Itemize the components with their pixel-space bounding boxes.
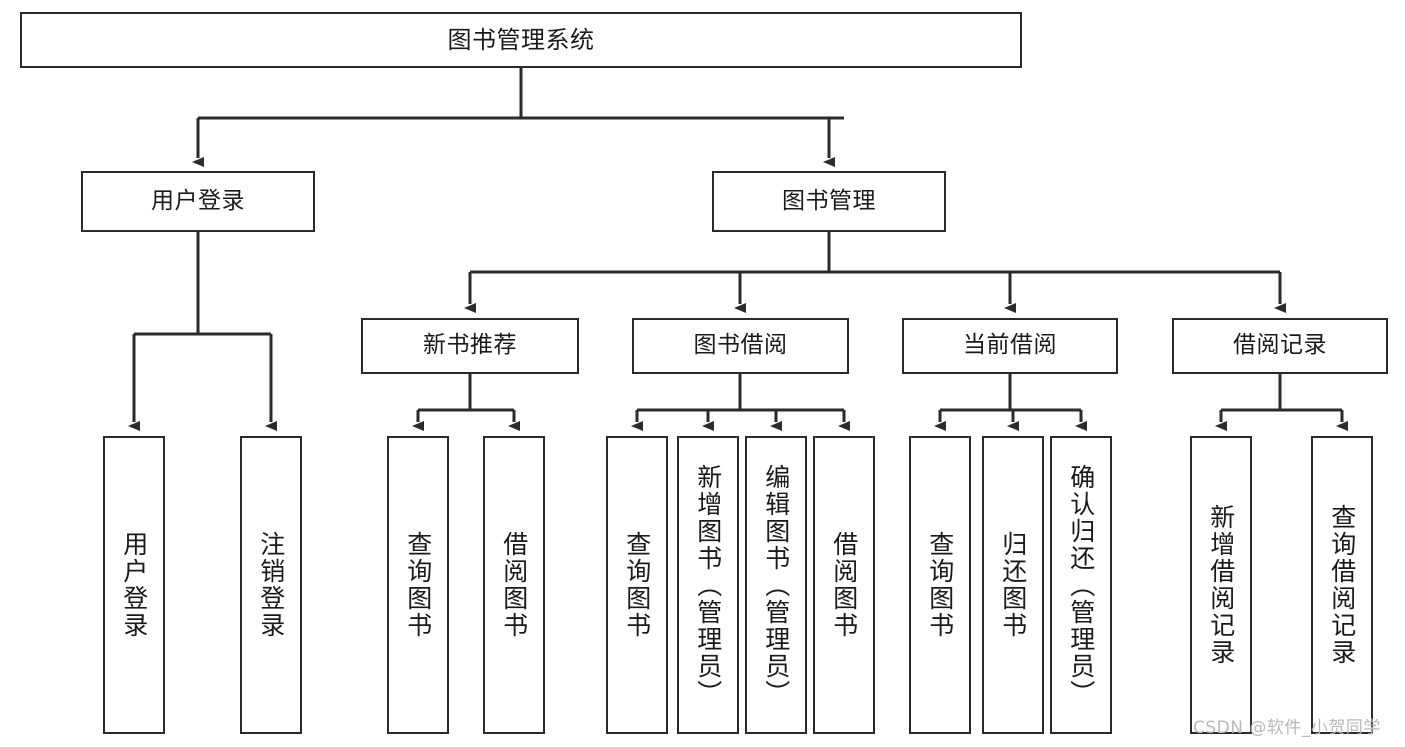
node-level3-label: 借阅记录 <box>1233 332 1327 359</box>
node-root-label: 图书管理系统 <box>447 25 595 54</box>
node-leaf-query-borrow-record[interactable]: 查询借阅记录 <box>1311 436 1373 734</box>
node-level3-label: 当前借阅 <box>963 332 1057 359</box>
node-leaf-label: 新增借阅记录 <box>1206 504 1236 666</box>
node-leaf-label: 确认归还（管理员） <box>1066 463 1096 707</box>
node-leaf-label: 查询图书 <box>925 531 955 639</box>
node-level2-user-login[interactable]: 用户登录 <box>81 171 315 232</box>
node-leaf-label: 借阅图书 <box>499 531 529 639</box>
node-leaf-label: 查询图书 <box>622 531 652 639</box>
node-level3-current-borrow[interactable]: 当前借阅 <box>902 318 1118 374</box>
node-leaf-borrow-book-recommend[interactable]: 借阅图书 <box>483 436 545 734</box>
node-leaf-edit-book-admin[interactable]: 编辑图书（管理员） <box>745 436 807 734</box>
node-leaf-confirm-return-admin[interactable]: 确认归还（管理员） <box>1050 436 1112 734</box>
node-leaf-logout[interactable]: 注销登录 <box>240 436 302 734</box>
node-leaf-query-book[interactable]: 查询图书 <box>606 436 668 734</box>
node-leaf-label: 注销登录 <box>256 531 286 639</box>
node-leaf-label: 归还图书 <box>998 531 1028 639</box>
node-leaf-return-book[interactable]: 归还图书 <box>982 436 1044 734</box>
node-level2-label: 图书管理 <box>782 187 876 214</box>
node-leaf-add-borrow-record[interactable]: 新增借阅记录 <box>1190 436 1252 734</box>
node-leaf-borrow-book[interactable]: 借阅图书 <box>813 436 875 734</box>
node-level3-label: 新书推荐 <box>423 332 517 359</box>
node-root-system[interactable]: 图书管理系统 <box>20 12 1022 68</box>
node-level3-new-book-recommend[interactable]: 新书推荐 <box>361 318 579 374</box>
node-leaf-add-book-admin[interactable]: 新增图书（管理员） <box>677 436 739 734</box>
node-level2-label: 用户登录 <box>151 187 245 214</box>
node-leaf-user-login[interactable]: 用户登录 <box>103 436 165 734</box>
node-level2-book-management[interactable]: 图书管理 <box>712 171 946 232</box>
node-level3-borrow-record[interactable]: 借阅记录 <box>1172 318 1388 374</box>
node-leaf-query-book-current[interactable]: 查询图书 <box>909 436 971 734</box>
watermark: CSDN @软件_小贺同学 <box>1193 718 1381 738</box>
node-level3-label: 图书借阅 <box>693 332 788 359</box>
node-leaf-label: 查询借阅记录 <box>1327 504 1357 666</box>
node-leaf-label: 编辑图书（管理员） <box>761 463 791 707</box>
node-level3-book-borrow[interactable]: 图书借阅 <box>632 318 849 374</box>
node-leaf-label: 新增图书（管理员） <box>693 463 723 707</box>
node-leaf-label: 借阅图书 <box>829 531 859 639</box>
node-leaf-query-book-recommend[interactable]: 查询图书 <box>387 436 449 734</box>
node-leaf-label: 查询图书 <box>403 531 433 639</box>
node-leaf-label: 用户登录 <box>119 531 149 639</box>
